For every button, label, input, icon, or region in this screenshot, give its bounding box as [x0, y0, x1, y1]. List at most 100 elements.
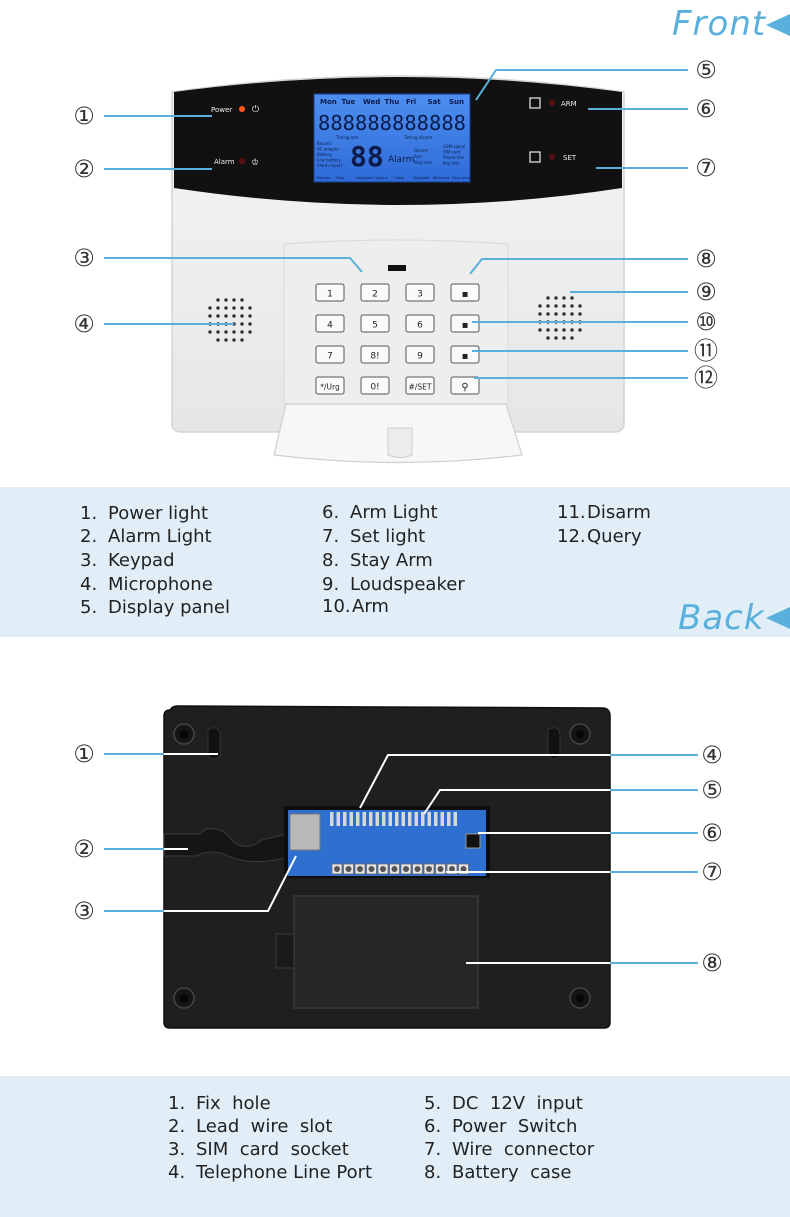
keypad-key[interactable] [450, 283, 480, 302]
callout-line [104, 257, 363, 273]
legend-text: Alarm Light [108, 526, 212, 547]
grille-hole [224, 298, 228, 302]
keypad-key[interactable] [360, 345, 390, 364]
legend-item: 4.Microphone [80, 574, 213, 595]
lcd-indicator: Alarm report [317, 163, 343, 168]
legend-item: 10.Arm [322, 596, 389, 617]
legend-text: Telephone Line Port [196, 1162, 373, 1183]
lcd-bottom-label: Urgent [375, 176, 388, 180]
keypad-key[interactable] [450, 376, 480, 395]
callout-number: ⑧ [695, 245, 717, 273]
legend-item: 7.Set light [322, 526, 425, 547]
callout-number: ⑦ [701, 858, 723, 886]
keypad-key-label: #/SET [409, 383, 432, 392]
callout-line [469, 258, 688, 275]
grille-hole [216, 338, 220, 342]
keypad-key[interactable] [315, 283, 345, 302]
pcb-pin [395, 812, 399, 826]
grille-hole [224, 338, 228, 342]
legend-number: 9. [322, 574, 340, 595]
back-legend-band [0, 1076, 790, 1217]
set-label: SET [563, 154, 577, 162]
keypad-key[interactable] [360, 314, 390, 333]
keypad-key[interactable] [315, 345, 345, 364]
lcd-indicator: Low battery [317, 158, 341, 163]
keypad-key[interactable] [405, 283, 435, 302]
terminal-screw-head [460, 866, 467, 872]
legend-item: 3.SIM card socket [168, 1139, 349, 1160]
grille-hole [240, 306, 244, 310]
callout-number: ⑥ [701, 819, 723, 847]
callout-line [359, 754, 698, 809]
grille-hole [554, 328, 558, 332]
lcd-bottom-label: Disabled [414, 176, 430, 180]
keypad-key-label: 4 [327, 321, 333, 331]
grille-hole [208, 314, 212, 318]
keypad-key[interactable] [315, 314, 345, 333]
pcb-pin [440, 812, 444, 826]
keypad-key[interactable] [450, 314, 480, 333]
grille-hole [248, 306, 252, 310]
grille-hole [562, 296, 566, 300]
keypad-key-label: */Urg [320, 383, 340, 392]
legend-text: Keypad [108, 550, 175, 571]
screw-hole-inner [575, 729, 585, 739]
legend-text: Microphone [108, 574, 213, 595]
lcd-bottom-label: Stay [336, 176, 345, 180]
pcb-pin [343, 812, 347, 826]
battery-case-latch [275, 933, 295, 969]
legend-item: 6.Power Switch [424, 1116, 577, 1137]
legend-text: Set light [350, 526, 426, 547]
keypad-key[interactable] [405, 345, 435, 364]
pcb-pin [408, 812, 412, 826]
alarm-label: Alarm [214, 158, 235, 166]
keypad-key[interactable] [405, 314, 435, 333]
terminal-screw-head [403, 866, 409, 872]
legend-number: 10. [322, 596, 351, 617]
grille-hole [562, 336, 566, 340]
legend-text: Query [587, 526, 642, 547]
legend-number: 5. [80, 597, 98, 618]
grille-hole [240, 298, 244, 302]
keypad-key[interactable] [360, 376, 390, 395]
keypad-key[interactable] [405, 376, 435, 395]
terminal-screw-head [426, 866, 432, 872]
grille-hole [248, 314, 252, 318]
lcd-bottom-label: Normal [317, 176, 330, 180]
lcd-day: Thu [385, 98, 400, 106]
grille-hole [216, 306, 220, 310]
callout-number: ⑧ [701, 949, 723, 977]
grille-hole [562, 312, 566, 316]
terminal-screw-head [368, 866, 375, 872]
grille-hole [578, 304, 582, 308]
legend-number: 3. [80, 550, 98, 571]
keypad-key[interactable] [315, 376, 345, 395]
keypad-key[interactable] [360, 283, 390, 302]
grille-hole [232, 314, 236, 318]
legend-number: 1. [168, 1093, 186, 1114]
pcb-pin [336, 812, 340, 826]
legend-item: 2.Alarm Light [80, 526, 212, 547]
callout-number: ⑨ [695, 278, 717, 306]
legend-number: 5. [424, 1093, 442, 1114]
lock-icon: ▪ [462, 351, 469, 362]
grille-hole [216, 314, 220, 318]
legend-item: 8.Stay Arm [322, 550, 433, 571]
grille-hole [216, 298, 220, 302]
legend-number: 6. [322, 502, 340, 523]
legend-item: 7.Wire connector [424, 1139, 594, 1160]
alarm-bell-icon: ♔ [251, 158, 259, 168]
flip-cover-hinge [387, 427, 413, 458]
terminal-screw-head [391, 866, 398, 872]
callout-number: ③ [73, 897, 95, 925]
grille-hole [224, 314, 228, 318]
lcd-bottom-label: Welcome [433, 176, 450, 180]
callout-number: ③ [73, 244, 95, 272]
front-callout-lines [104, 69, 688, 379]
